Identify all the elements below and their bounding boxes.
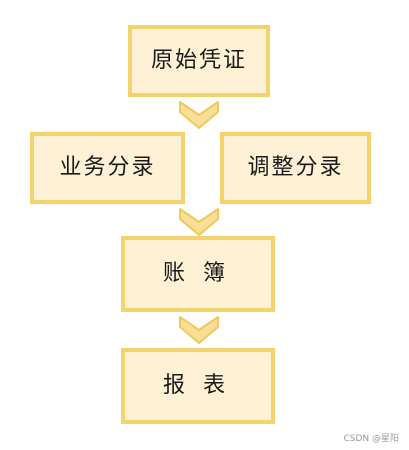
node-business-entry-label: 业务分录: [59, 155, 156, 180]
chevron-down-icon: [179, 208, 219, 236]
chevron-down-icon: [179, 316, 219, 344]
node-source-voucher: 原始凭证: [128, 25, 270, 97]
node-report: 报 表: [121, 348, 275, 424]
node-report-char-2: 表: [202, 373, 227, 398]
chevron-down-icon: [179, 101, 219, 129]
node-adjusting-entry-label: 调整分录: [247, 155, 344, 180]
node-ledger-char-1: 账: [163, 261, 188, 286]
watermark: CSDN @星阳: [343, 434, 399, 444]
node-adjusting-entry: 调整分录: [220, 132, 371, 204]
node-ledger-char-2: 簿: [202, 261, 227, 286]
node-report-char-1: 报: [163, 373, 188, 398]
node-source-voucher-label: 原始凭证: [150, 48, 247, 73]
node-ledger: 账 簿: [121, 236, 275, 312]
node-business-entry: 业务分录: [30, 132, 185, 204]
